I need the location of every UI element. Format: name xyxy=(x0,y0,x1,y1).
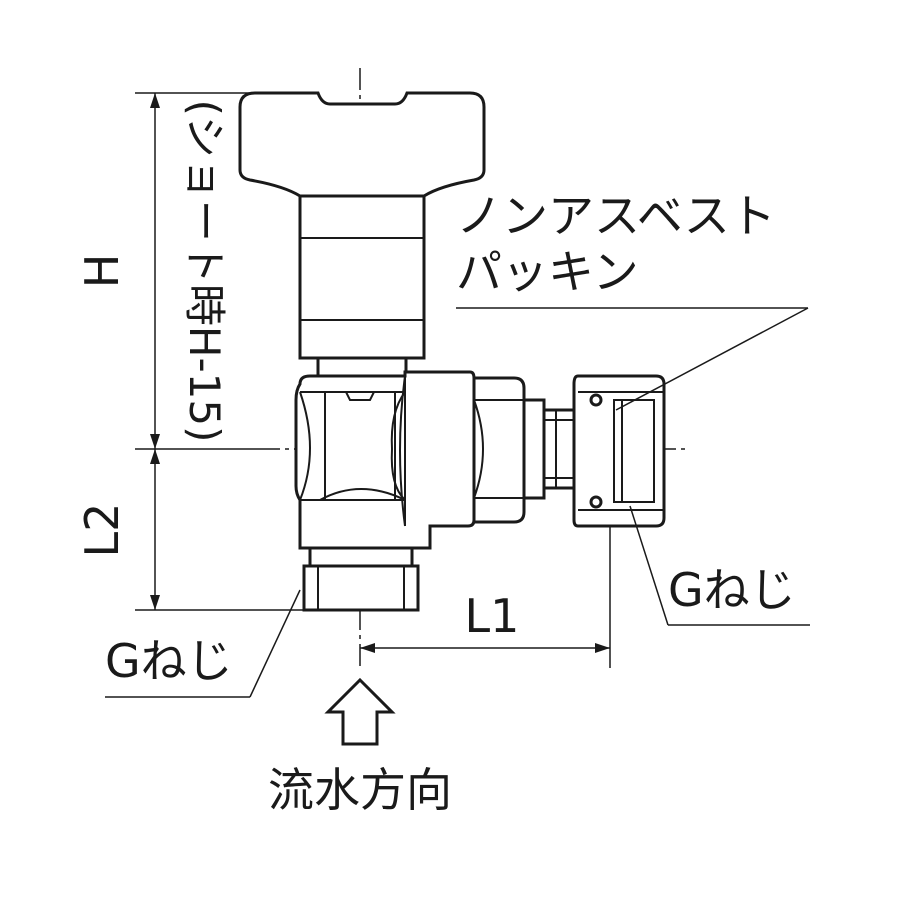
l1-label: L1 xyxy=(465,589,520,643)
inlet-thread xyxy=(302,546,420,612)
outlet-cap-nut xyxy=(572,374,666,528)
packing-leader xyxy=(456,307,809,411)
valve-bonnet xyxy=(298,194,426,380)
height-label: H xyxy=(75,254,129,289)
flow-direction-label: 流水方向 xyxy=(268,763,452,817)
valve-handle xyxy=(238,91,486,198)
dimension-l2 xyxy=(135,449,304,611)
right-thread-label: Gねじ xyxy=(668,563,796,617)
packing-label-line2: パッキン xyxy=(456,245,639,299)
short-note-label: (ショート時H-15) xyxy=(180,100,229,443)
union-hex-nut xyxy=(472,376,546,524)
valve-body xyxy=(294,370,476,550)
right-thread-leader xyxy=(629,505,810,626)
flow-arrow-icon xyxy=(324,677,396,746)
packing-label-line1: ノンアスベスト xyxy=(456,189,776,243)
left-thread-leader xyxy=(105,589,301,698)
l2-label: L2 xyxy=(75,503,129,558)
dimension-l1 xyxy=(360,526,611,668)
left-thread-label: Gねじ xyxy=(105,634,233,688)
